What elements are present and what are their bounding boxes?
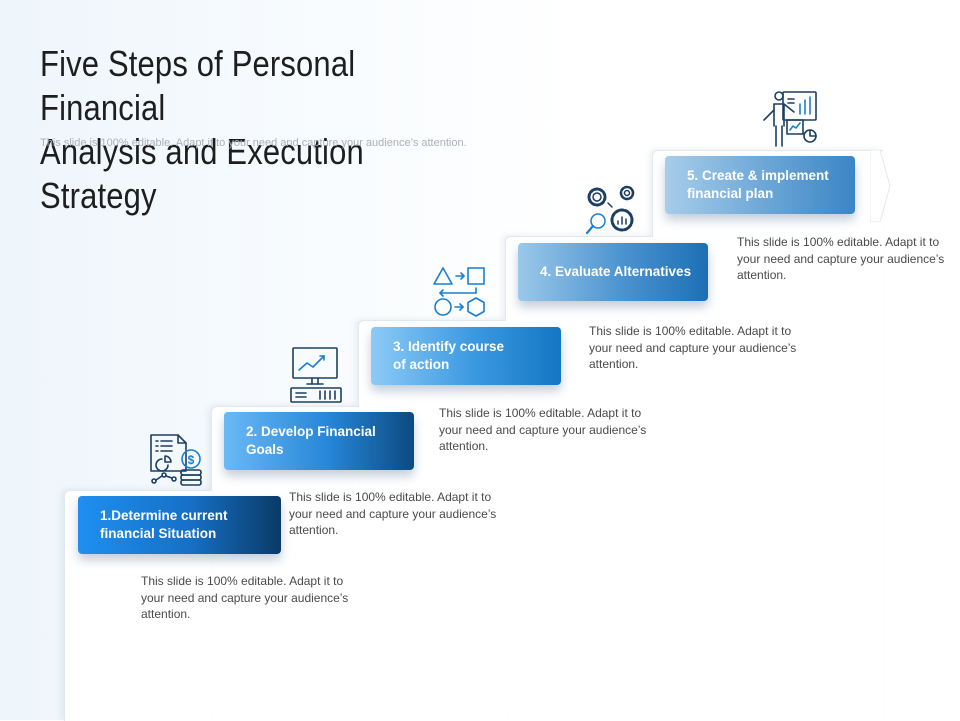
gears-analysis-icon bbox=[585, 185, 635, 235]
stair-step-4 bbox=[505, 236, 653, 721]
step-4-label-text: 4. Evaluate Alternatives bbox=[540, 264, 692, 279]
step-5-label: 5. Create & implement financial plan bbox=[665, 156, 855, 214]
step-2-label: 2. Develop Financial Goals bbox=[224, 412, 414, 470]
svg-text:$: $ bbox=[188, 453, 195, 467]
step-1-label: 1.Determine current financial Situation bbox=[78, 496, 281, 554]
shapes-flow-icon bbox=[433, 267, 485, 317]
step-3-label-text: 3. Identify course of action bbox=[393, 339, 505, 372]
step-5-label-text: 5. Create & implement financial plan bbox=[687, 168, 829, 201]
step-1-label-text: 1.Determine current financial Situation bbox=[100, 508, 228, 541]
step-2-description: This slide is 100% editable. Adapt it to… bbox=[289, 490, 497, 537]
step-4-label: 4. Evaluate Alternatives bbox=[518, 243, 708, 301]
computer-growth-chart-icon bbox=[290, 347, 342, 403]
step-5-description: This slide is 100% editable. Adapt it to… bbox=[737, 235, 945, 282]
financial-report-coins-icon: $ bbox=[150, 434, 202, 486]
step-3-description: This slide is 100% editable. Adapt it to… bbox=[439, 406, 647, 453]
presenter-chart-icon bbox=[763, 91, 817, 147]
step-4-description: This slide is 100% editable. Adapt it to… bbox=[589, 324, 797, 371]
step-2-label-text: 2. Develop Financial Goals bbox=[246, 424, 376, 457]
page-subtitle: This slide is 100% editable. Adapt it to… bbox=[40, 137, 467, 149]
step-1-description: This slide is 100% editable. Adapt it to… bbox=[141, 574, 349, 621]
stair-step-5-arrow bbox=[870, 150, 891, 222]
step-3-label: 3. Identify course of action bbox=[371, 327, 561, 385]
page-title: Five Steps of Personal Financial Analysi… bbox=[40, 43, 364, 216]
